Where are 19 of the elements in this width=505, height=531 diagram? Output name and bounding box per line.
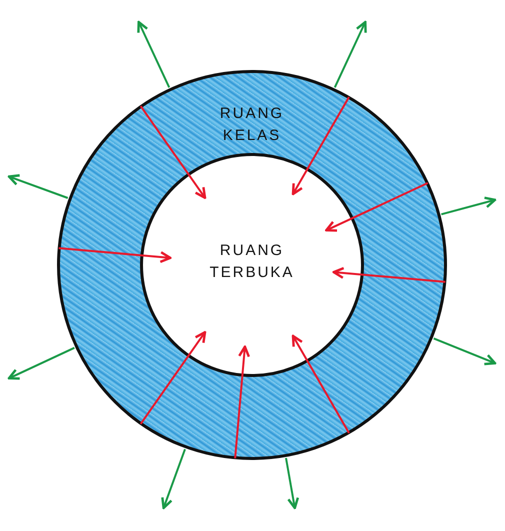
arrow [140, 106, 206, 199]
arrow [8, 346, 75, 380]
arrow [140, 331, 206, 424]
arrow [137, 20, 170, 88]
inner-circle [140, 153, 364, 377]
arrow [332, 266, 446, 283]
arrow [58, 247, 172, 264]
arrow [325, 182, 428, 232]
arrow [334, 20, 367, 88]
arrow [285, 458, 300, 510]
arrow [161, 448, 186, 510]
arrow [234, 346, 250, 458]
arrow [433, 337, 496, 366]
area-label: RUANG KELAS [218, 104, 286, 146]
arrow [292, 96, 350, 196]
area-label: RUANG TERBUKA [208, 241, 296, 283]
arrow [292, 334, 350, 434]
arrow [441, 196, 496, 216]
arrow [8, 174, 68, 199]
